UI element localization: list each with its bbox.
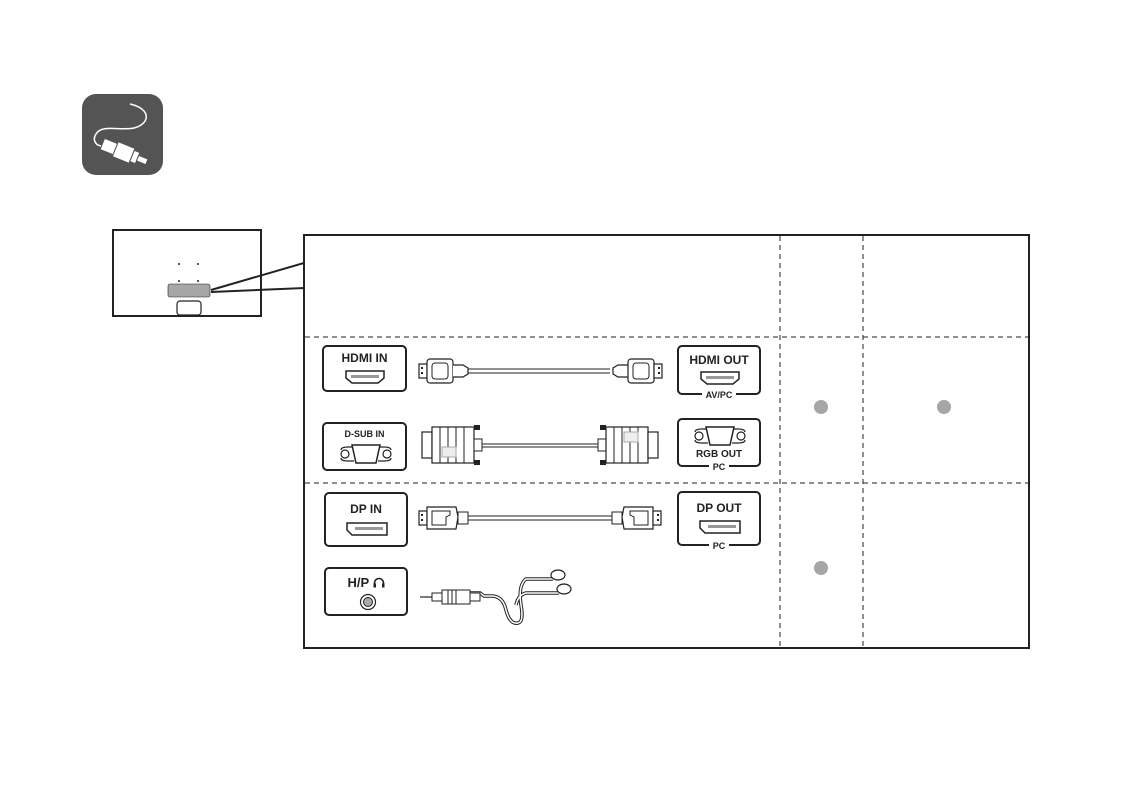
dp-out-port: DP OUT PC [677, 491, 761, 551]
audio-jack-icon [359, 593, 377, 611]
vga-cable [421, 425, 659, 465]
displayport-socket-icon [699, 520, 741, 534]
rgb-out-label: RGB OUT [695, 449, 743, 460]
headphone-port: H/P [324, 567, 408, 616]
availability-dot [937, 400, 951, 414]
hdmi-socket-icon [345, 370, 385, 384]
hdmi-out-label: HDMI OUT [689, 353, 749, 367]
monitor-rear-view [112, 229, 262, 317]
dsub-socket-icon [694, 426, 746, 446]
dp-out-sublabel: PC [708, 541, 730, 551]
availability-dot [814, 400, 828, 414]
dsub-in-port: D-SUB IN [322, 422, 407, 471]
dp-out-label: DP OUT [696, 501, 742, 515]
connection-table [303, 234, 1030, 649]
rgb-out-sublabel: PC [708, 462, 730, 472]
displayport-cable [418, 506, 662, 530]
hdmi-out-port: HDMI OUT AV/PC [677, 345, 761, 400]
headphone-label: H/P [347, 575, 369, 590]
hdmi-in-port: HDMI IN [322, 345, 407, 392]
dp-in-port: DP IN [324, 492, 408, 547]
hdmi-in-label: HDMI IN [341, 351, 388, 365]
cable-connection-icon [82, 94, 163, 175]
earphone-cable [420, 569, 572, 625]
hdmi-cable [418, 358, 663, 384]
callout-lines [210, 236, 305, 310]
displayport-socket-icon [346, 522, 388, 536]
dsub-socket-icon [340, 444, 392, 464]
dsub-in-label: D-SUB IN [344, 429, 385, 439]
hdmi-out-sublabel: AV/PC [701, 390, 737, 400]
hdmi-socket-icon [700, 371, 740, 385]
dp-in-label: DP IN [350, 502, 382, 516]
availability-dot [814, 561, 828, 575]
rgb-out-port: RGB OUT PC [677, 418, 761, 472]
headphone-icon [373, 577, 385, 588]
